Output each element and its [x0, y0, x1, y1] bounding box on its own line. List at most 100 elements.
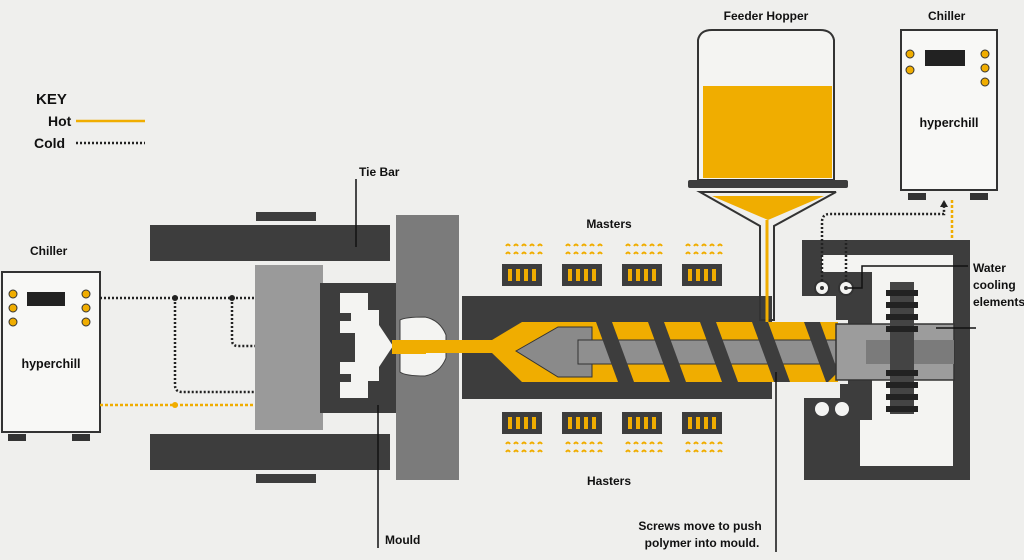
- heater-element: [704, 417, 708, 429]
- heat-wave-icon: [589, 449, 595, 453]
- status-light-icon: [8, 289, 91, 327]
- heat-wave-icon: [505, 441, 511, 445]
- heat-wave-icon: [581, 243, 587, 247]
- heat-wave-icon: [597, 243, 603, 247]
- heat-wave-icon: [573, 449, 579, 453]
- heat-wave-icon: [685, 449, 691, 453]
- heat-wave-icon: [641, 441, 647, 445]
- heat-wave-icon: [565, 449, 571, 453]
- heat-wave-icon: [565, 243, 571, 247]
- heat-wave-icon: [573, 243, 579, 247]
- heater-element: [576, 269, 580, 281]
- heat-wave-icon: [505, 251, 511, 255]
- chiller-left-label: Chiller: [30, 244, 68, 258]
- heater-element: [636, 417, 640, 429]
- tie-bars: [150, 212, 390, 483]
- heat-wave-icon: [657, 449, 663, 453]
- heat-wave-icon: [641, 251, 647, 255]
- feeder-hopper-label: Feeder Hopper: [724, 9, 809, 23]
- chiller-right-label: Chiller: [928, 9, 966, 23]
- heat-wave-icon: [709, 251, 715, 255]
- heat-wave-icon: [701, 449, 707, 453]
- chiller-right-foot: [908, 193, 926, 200]
- chiller-right-display: [925, 50, 965, 66]
- chiller-left: Chiller hyperchill: [1, 244, 101, 441]
- heat-wave-icon: [709, 449, 715, 453]
- key-hot-label: Hot: [48, 113, 72, 129]
- heat-wave-icon: [529, 251, 535, 255]
- heat-wave-icon: [597, 251, 603, 255]
- water-cooling-elements: [814, 200, 976, 329]
- heat-wave-icon: [649, 243, 655, 247]
- heater-element: [584, 417, 588, 429]
- heat-wave-icon: [573, 251, 579, 255]
- heat-wave-icon: [505, 243, 511, 247]
- heater-element: [696, 269, 700, 281]
- drive-unit: [802, 240, 970, 480]
- chiller-left-foot: [72, 434, 90, 441]
- heater-element: [592, 417, 596, 429]
- mould-label: Mould: [385, 533, 420, 547]
- tie-bar-bottom: [150, 434, 390, 470]
- heater-element: [652, 269, 656, 281]
- heat-wave-icon: [657, 441, 663, 445]
- heat-wave-icon: [701, 243, 707, 247]
- heat-wave-icon: [521, 449, 527, 453]
- heat-wave-icon: [537, 441, 543, 445]
- heat-wave-icon: [589, 441, 595, 445]
- heat-wave-icon: [685, 251, 691, 255]
- heat-wave-icon: [537, 251, 543, 255]
- heat-wave-icon: [513, 449, 519, 453]
- heat-wave-icon: [657, 251, 663, 255]
- heater-element: [568, 269, 572, 281]
- hopper-material: [703, 86, 832, 178]
- heat-wave-icon: [633, 441, 639, 445]
- heat-wave-icon: [693, 251, 699, 255]
- heat-wave-icon: [529, 441, 535, 445]
- heat-wave-icon: [581, 251, 587, 255]
- feeder-hopper: Feeder Hopper: [688, 9, 848, 322]
- masters-label: Masters: [586, 217, 632, 231]
- heater-element: [628, 269, 632, 281]
- heat-wave-icon: [521, 251, 527, 255]
- heat-wave-icon: [581, 441, 587, 445]
- key-legend: KEY Hot Cold: [34, 91, 145, 151]
- heater-element: [524, 269, 528, 281]
- heat-wave-icon: [625, 449, 631, 453]
- heater-element: [696, 417, 700, 429]
- sprue: [392, 340, 426, 354]
- heat-wave-icon: [597, 441, 603, 445]
- heat-wave-icon: [717, 251, 723, 255]
- heater-element: [532, 269, 536, 281]
- moving-platen: [255, 265, 323, 430]
- heat-wave-icon: [573, 441, 579, 445]
- water-cooling-label-line1: Water: [973, 261, 1006, 275]
- status-light-icon: [905, 49, 990, 87]
- heater-element: [628, 417, 632, 429]
- heat-wave-icon: [513, 251, 519, 255]
- hasters-label: Hasters: [587, 474, 631, 488]
- heat-wave-icon: [589, 251, 595, 255]
- water-cooling-label-line2: cooling: [973, 278, 1016, 292]
- heat-wave-icon: [641, 449, 647, 453]
- heat-wave-icon: [701, 251, 707, 255]
- heater-element: [688, 269, 692, 281]
- heat-wave-icon: [701, 441, 707, 445]
- heat-wave-icon: [537, 449, 543, 453]
- heat-wave-icon: [625, 441, 631, 445]
- key-cold-label: Cold: [34, 135, 65, 151]
- heat-wave-icon: [633, 251, 639, 255]
- hopper-feed-material: [712, 196, 824, 220]
- heat-wave-icon: [693, 243, 699, 247]
- heaters-bottom: [502, 412, 723, 453]
- heat-wave-icon: [513, 441, 519, 445]
- heaters-top: [502, 243, 723, 286]
- heater-element: [712, 417, 716, 429]
- bolt-hole: [815, 402, 829, 416]
- heat-wave-icon: [529, 449, 535, 453]
- heat-wave-icon: [709, 243, 715, 247]
- chiller-left-display: [27, 292, 65, 306]
- heater-element: [508, 269, 512, 281]
